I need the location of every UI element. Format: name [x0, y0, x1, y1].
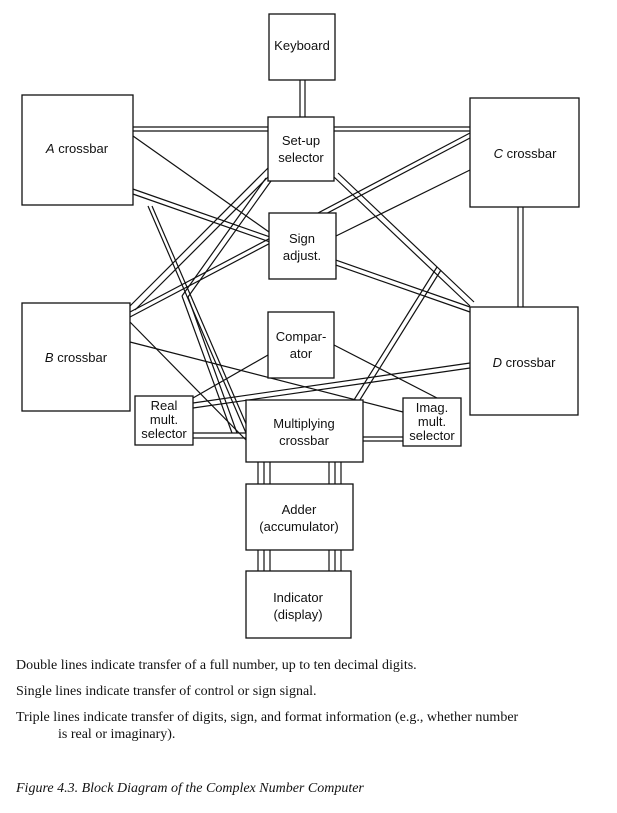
a-crossbar-box: A crossbar: [21, 94, 134, 206]
line-setup-b: [129, 167, 269, 307]
b-crossbar-label: B crossbar: [45, 350, 108, 365]
legend-double-lines: Double lines indicate transfer of a full…: [16, 658, 417, 673]
legend-triple-line2: is real or imaginary).: [58, 727, 176, 742]
line-a-mult: [147, 205, 247, 434]
c-crossbar-label: C crossbar: [494, 146, 558, 161]
real-mult-selector-label-line1: Real: [151, 398, 178, 413]
real-mult-selector-box: Real mult. selector: [134, 395, 194, 446]
setup-selector-box: Set-up selector: [267, 116, 335, 182]
sign-adjust-label-line1: Sign: [289, 231, 315, 246]
adder-box: Adder (accumulator): [245, 483, 354, 551]
comparator-label-line1: Compar-: [276, 329, 327, 344]
multiplying-crossbar-box: Multiplying crossbar: [245, 399, 364, 463]
d-crossbar-letter: D: [493, 355, 502, 370]
c-crossbar-letter: C: [494, 146, 504, 161]
keyboard-label: Keyboard: [274, 38, 330, 53]
line-b-mult: [129, 321, 247, 441]
line-setup-d: [333, 176, 471, 307]
line-c-sign: [335, 169, 471, 237]
b-crossbar-word: crossbar: [54, 350, 108, 365]
line-setup-b: [134, 171, 274, 311]
legend-triple-lines: Triple lines indicate transfer of digits…: [16, 709, 606, 743]
c-crossbar-word: crossbar: [503, 146, 557, 161]
line-setup-mult: [181, 295, 233, 434]
imag-mult-selector-label-line2: mult.: [418, 414, 446, 429]
a-crossbar-label: A crossbar: [45, 141, 109, 156]
line-comp-real: [192, 354, 269, 399]
d-crossbar-label: D crossbar: [493, 355, 557, 370]
keyboard-box: Keyboard: [268, 13, 336, 81]
d-crossbar-word: crossbar: [502, 355, 556, 370]
b-crossbar-box: B crossbar: [21, 302, 131, 412]
a-crossbar-word: crossbar: [55, 141, 109, 156]
imag-mult-selector-label-line3: selector: [409, 428, 455, 443]
line-setup-mult: [181, 177, 267, 297]
legend-triple-line1: Triple lines indicate transfer of digits…: [16, 710, 519, 725]
line-d-real: [192, 367, 471, 409]
legend-single-lines: Single lines indicate transfer of contro…: [16, 684, 317, 699]
d-crossbar-box: D crossbar: [469, 306, 579, 416]
indicator-box: Indicator (display): [245, 570, 352, 639]
line-d-real: [192, 362, 471, 404]
comparator-box: Compar- ator: [267, 311, 335, 379]
sign-adjust-label-line2: adjust.: [283, 248, 321, 263]
imag-mult-selector-label-line1: Imag.: [416, 400, 449, 415]
setup-selector-label-line2: selector: [278, 150, 324, 165]
figure-caption: Figure 4.3. Block Diagram of the Complex…: [16, 781, 364, 796]
imag-mult-selector-box: Imag. mult. selector: [402, 397, 462, 447]
multiplying-crossbar-label-line2: crossbar: [279, 433, 330, 448]
multiplying-crossbar-label-line1: Multiplying: [273, 416, 334, 431]
indicator-label-line2: (display): [273, 607, 322, 622]
line-a-mult: [151, 205, 251, 434]
adder-label-line2: (accumulator): [259, 519, 338, 534]
sign-adjust-box: Sign adjust.: [268, 212, 337, 280]
a-crossbar-letter: A: [45, 141, 55, 156]
block-diagram: Keyboard Set-up selector A crossbar C cr…: [21, 13, 580, 639]
real-mult-selector-label-line2: mult.: [150, 412, 178, 427]
line-setup-d: [337, 172, 475, 303]
comparator-label-line2: ator: [290, 346, 313, 361]
line-setup-mult: [187, 296, 238, 434]
line-setup-mult: [187, 180, 272, 298]
line-comp-imag: [333, 344, 438, 399]
adder-label-line1: Adder: [282, 502, 317, 517]
setup-selector-label-line1: Set-up: [282, 133, 320, 148]
c-crossbar-box: C crossbar: [469, 97, 580, 208]
indicator-label-line1: Indicator: [273, 590, 324, 605]
real-mult-selector-label-line3: selector: [141, 426, 187, 441]
b-crossbar-letter: B: [45, 350, 54, 365]
